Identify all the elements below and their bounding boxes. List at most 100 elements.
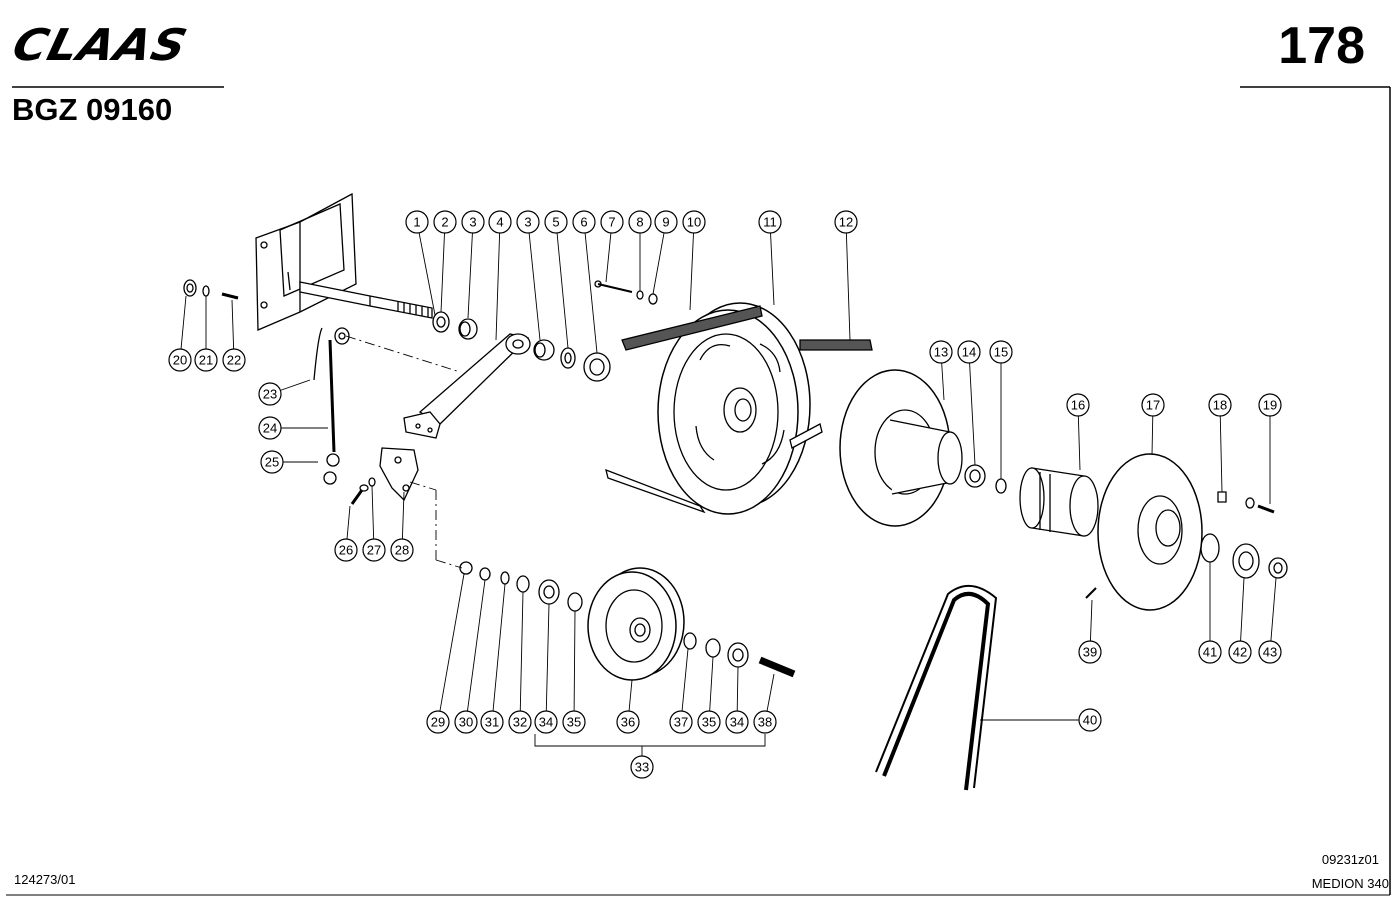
leader-line-c20 xyxy=(180,295,187,350)
leader-line-c11 xyxy=(770,232,775,306)
callout-number: 27 xyxy=(367,543,381,558)
callout-18: 18 xyxy=(1208,393,1232,417)
callout-1: 1 xyxy=(405,210,429,234)
callout-16: 16 xyxy=(1066,393,1090,417)
callout-number: 19 xyxy=(1263,398,1277,413)
callout-number: 33 xyxy=(635,760,649,775)
callout-number: 24 xyxy=(263,421,277,436)
callout-2: 2 xyxy=(433,210,457,234)
callout-number: 34 xyxy=(730,715,744,730)
idler-pulley-part xyxy=(587,567,685,681)
callout-41: 41 xyxy=(1198,640,1222,664)
callout-number: 2 xyxy=(441,215,448,230)
leader-line-c31 xyxy=(492,583,506,712)
callout-21: 21 xyxy=(194,348,218,372)
callout-29: 29 xyxy=(426,710,450,734)
figure-reference: 09231z01 xyxy=(1321,852,1379,867)
leader-line-c1 xyxy=(418,232,436,316)
callout-number: 22 xyxy=(227,353,241,368)
callout-4: 4 xyxy=(488,210,512,234)
callout-number: 37 xyxy=(674,715,688,730)
callout-number: 18 xyxy=(1213,398,1227,413)
callout-40: 40 xyxy=(1078,708,1102,732)
callout-number: 5 xyxy=(552,215,559,230)
callout-number: 30 xyxy=(459,715,473,730)
sleeve-part xyxy=(1019,467,1099,537)
callout-36: 36 xyxy=(616,710,640,734)
callout-number: 14 xyxy=(962,345,976,360)
leader-line-c29 xyxy=(439,573,465,712)
callout-10: 10 xyxy=(682,210,706,234)
callout-28: 28 xyxy=(390,538,414,562)
callout-34: 34 xyxy=(725,710,749,734)
callout-number: 35 xyxy=(702,715,716,730)
callout-number: 1 xyxy=(413,215,420,230)
leader-line-c12 xyxy=(845,232,851,341)
leader-line-c23 xyxy=(280,379,311,391)
callout-35: 35 xyxy=(697,710,721,734)
callout-number: 3 xyxy=(469,215,476,230)
leader-line-c34a xyxy=(545,603,550,712)
leader-line-c37 xyxy=(681,648,689,712)
callout-number: 16 xyxy=(1071,398,1085,413)
callout-number: 32 xyxy=(513,715,527,730)
callout-15: 15 xyxy=(989,340,1013,364)
callout-leader-lines xyxy=(180,232,1277,756)
callout-number: 11 xyxy=(763,215,777,230)
leader-line-c39 xyxy=(1089,599,1093,642)
drawing-reference: 124273/01 xyxy=(14,872,76,887)
callout-number: 17 xyxy=(1146,398,1160,413)
leader-line-c6 xyxy=(584,232,598,354)
pulley-disc-part xyxy=(1097,453,1203,611)
callout-3: 3 xyxy=(461,210,485,234)
callout-23: 23 xyxy=(258,382,282,406)
callout-number: 38 xyxy=(758,715,772,730)
callout-38: 38 xyxy=(753,710,777,734)
leader-line-c2 xyxy=(440,232,445,313)
callout-13: 13 xyxy=(929,340,953,364)
drive-belt-part xyxy=(605,305,873,514)
leader-line-c38 xyxy=(766,673,775,712)
leader-line-c27 xyxy=(371,485,375,540)
callout-37: 37 xyxy=(669,710,693,734)
callout-number: 39 xyxy=(1083,645,1097,660)
callout-number: 43 xyxy=(1263,645,1277,660)
leader-line-c43 xyxy=(1270,577,1277,642)
page-border xyxy=(6,86,1391,896)
callout-number: 12 xyxy=(839,215,853,230)
callout-25: 25 xyxy=(260,450,284,474)
callout-number: 31 xyxy=(485,715,499,730)
leader-line-c34b xyxy=(736,666,739,712)
mounting-bracket-part xyxy=(255,192,357,331)
callout-number: 34 xyxy=(539,715,553,730)
callout-number: 9 xyxy=(662,215,669,230)
callout-35: 35 xyxy=(562,710,586,734)
shaft-part xyxy=(299,281,433,319)
callout-5: 5 xyxy=(544,210,568,234)
leader-line-c5 xyxy=(556,232,569,349)
callout-24: 24 xyxy=(258,416,282,440)
callout-30: 30 xyxy=(454,710,478,734)
callout-number: 13 xyxy=(934,345,948,360)
callout-39: 39 xyxy=(1078,640,1102,664)
leader-line-c28 xyxy=(401,491,405,540)
callout-number: 35 xyxy=(567,715,581,730)
callout-number: 15 xyxy=(994,345,1008,360)
leader-line-c17 xyxy=(1151,415,1154,456)
callout-43: 43 xyxy=(1258,640,1282,664)
callout-number: 26 xyxy=(339,543,353,558)
callout-12: 12 xyxy=(834,210,858,234)
callout-number: 41 xyxy=(1203,645,1217,660)
leader-line-c9 xyxy=(652,232,665,295)
callout-31: 31 xyxy=(480,710,504,734)
callout-number: 29 xyxy=(431,715,445,730)
leader-line-c10 xyxy=(689,232,694,311)
callout-number: 42 xyxy=(1233,645,1247,660)
callout-number: 40 xyxy=(1083,713,1097,728)
callout-32: 32 xyxy=(508,710,532,734)
callout-34: 34 xyxy=(534,710,558,734)
leader-line-c35b xyxy=(709,656,714,712)
leader-line-c35a xyxy=(573,610,576,712)
callout-14: 14 xyxy=(957,340,981,364)
